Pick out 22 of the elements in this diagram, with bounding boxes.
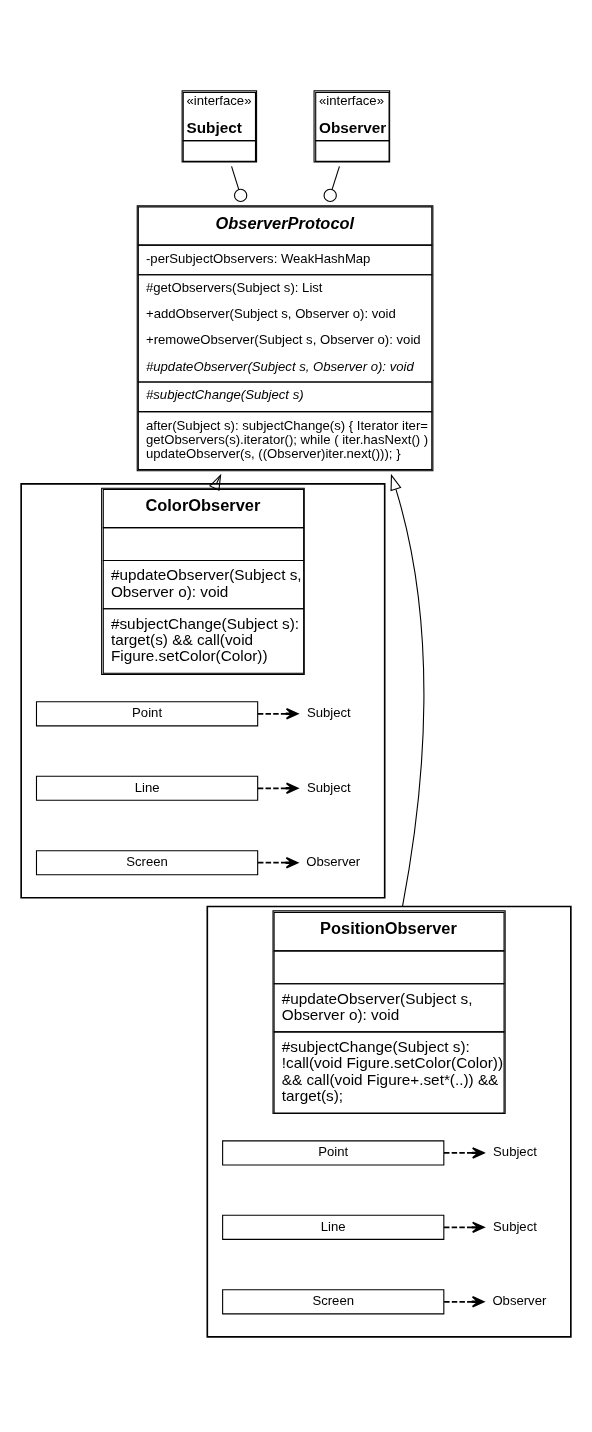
node-text: Subject xyxy=(306,705,351,721)
node-box: Line xyxy=(35,775,259,801)
node-text: Observer xyxy=(306,854,361,870)
node-box: Point xyxy=(35,701,259,727)
node-text: Subject xyxy=(493,1144,537,1160)
arrow xyxy=(209,473,222,491)
node-box: Line xyxy=(222,1214,445,1240)
arrow xyxy=(256,708,299,720)
node-box: Point xyxy=(222,1140,445,1166)
node-text: Subject xyxy=(306,779,351,795)
arrow xyxy=(443,1296,485,1308)
arrow xyxy=(443,1147,485,1159)
node-box: Screen xyxy=(222,1289,445,1315)
node-text: Observer xyxy=(492,1293,547,1309)
node-text: Subject xyxy=(493,1218,537,1234)
arrow xyxy=(443,1221,485,1234)
node-box: Screen xyxy=(35,850,259,876)
connector xyxy=(231,165,248,203)
arrow xyxy=(390,473,425,908)
arrow xyxy=(257,856,299,869)
arrow xyxy=(256,782,299,795)
connector xyxy=(323,165,340,203)
